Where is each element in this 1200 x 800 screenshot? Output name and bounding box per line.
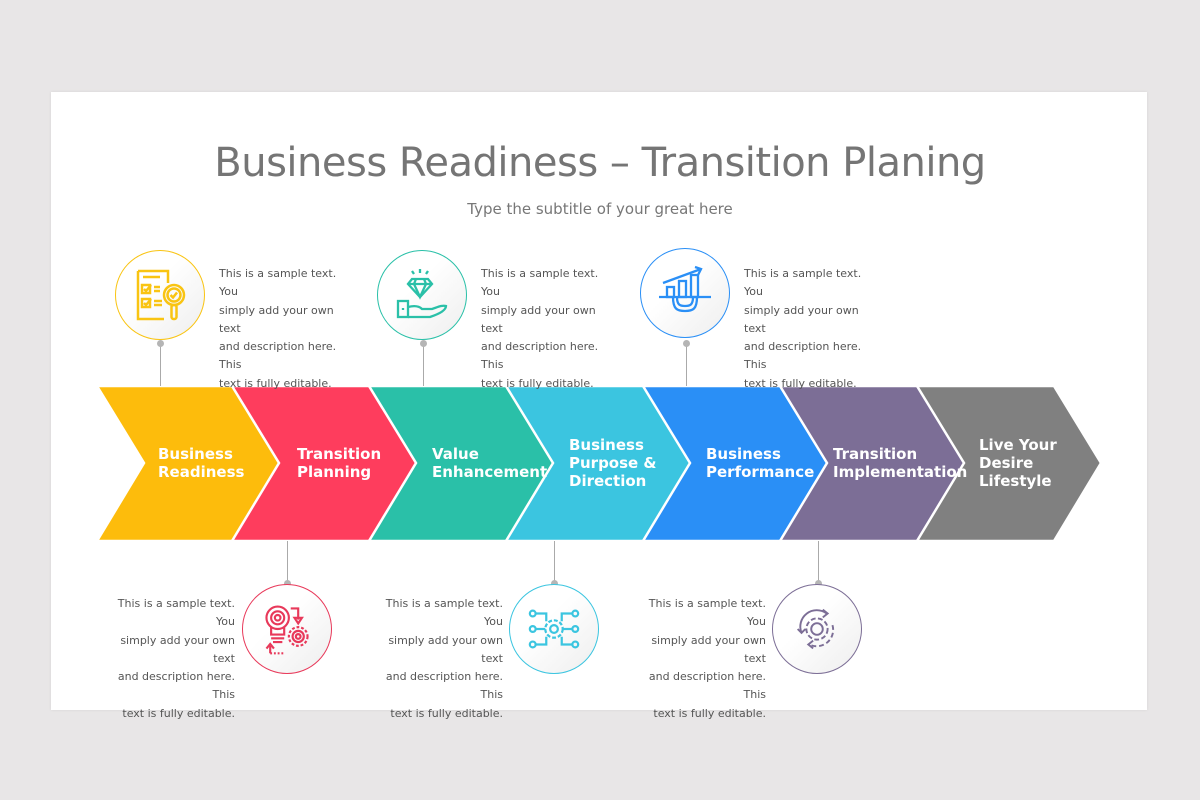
gear-cycle-icon [796,608,835,650]
icon-circle-6 [772,584,862,674]
step-label-1: Business Readiness [158,445,245,481]
step-label-2: Transition Planning [297,445,382,481]
connector-6 [818,541,819,584]
page-title: Business Readiness – Transition Planing [214,140,986,186]
icon-circle-4 [509,584,599,674]
gear-circuit-icon [528,609,580,649]
connector-dot-6 [815,580,822,587]
connector-4 [554,541,555,584]
step-label-6: Transition Implementation [833,445,968,481]
callout-text-5: This is a sample text. You simply add yo… [744,267,862,390]
growth-chart-gear-icon [659,265,711,313]
checklist-magnifier-icon [136,269,186,321]
lightbulb-gear-icon [265,605,309,655]
page-subtitle: Type the subtitle of your great here [467,200,733,218]
icon-circle-2 [242,584,332,674]
icon-circle-1 [115,250,205,340]
connector-dot-2 [284,580,291,587]
connector-dot-5 [683,340,690,347]
step-label-7: Live Your Desire Lifestyle [979,436,1057,490]
connector-dot-1 [157,340,164,347]
callout-text-2: This is a sample text. You simply add yo… [117,597,235,720]
callout-text-3: This is a sample text. You simply add yo… [481,267,599,390]
callout-text-6: This is a sample text. You simply add yo… [648,597,766,720]
connector-2 [287,541,288,584]
step-label-4: Business Purpose & Direction [569,436,657,490]
callout-text-1: This is a sample text. You simply add yo… [219,267,337,390]
step-label-3: Value Enhancement [432,445,548,481]
connector-3 [423,343,424,386]
chevron-step-7 [914,384,1103,543]
step-label-5: Business Performance [706,445,815,481]
connector-dot-3 [420,340,427,347]
connector-1 [160,343,161,386]
callout-text-4: This is a sample text. You simply add yo… [385,597,503,720]
connector-5 [686,343,687,386]
icon-circle-5 [640,248,730,338]
connector-dot-4 [551,580,558,587]
diamond-hand-icon [396,269,448,319]
icon-circle-3 [377,250,467,340]
